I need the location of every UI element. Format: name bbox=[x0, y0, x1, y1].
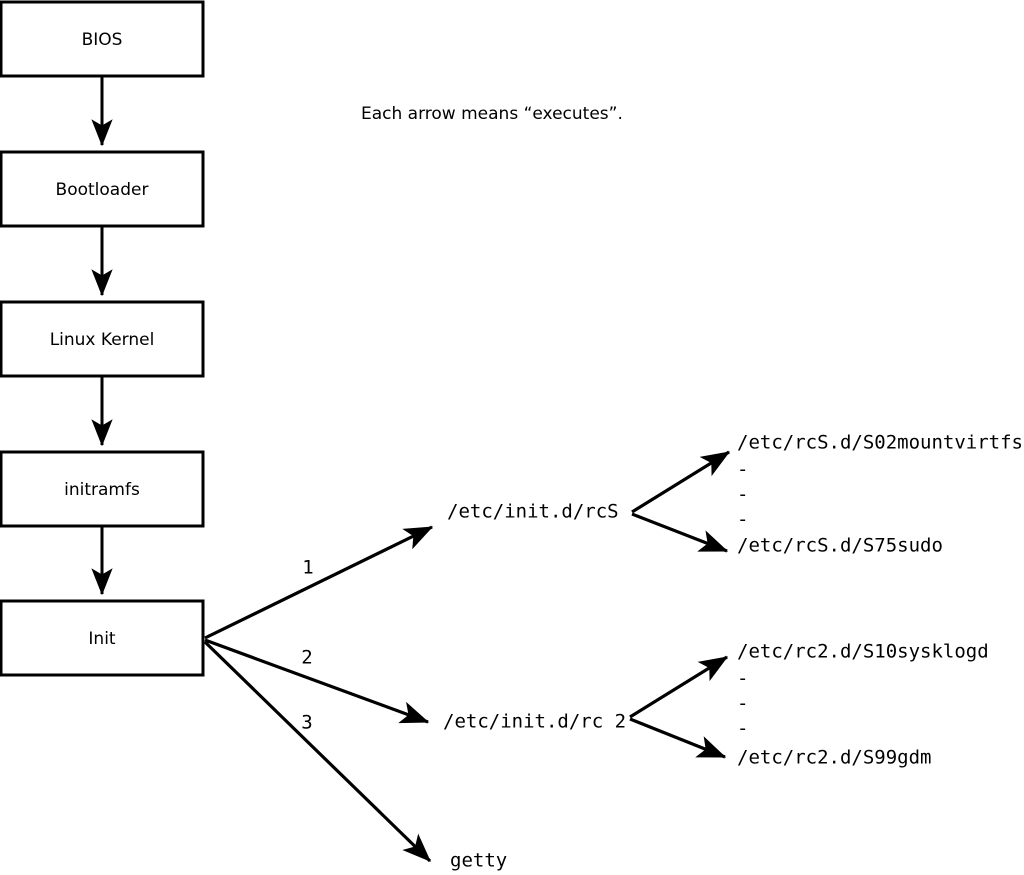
arrow-init-to-rcs bbox=[204, 525, 434, 640]
arrow-rcs-to-first-script bbox=[631, 450, 731, 514]
arrow-rc2-to-last-script bbox=[629, 717, 727, 759]
box-linux-kernel-label: Linux Kernel bbox=[50, 330, 155, 350]
arrow-init-to-getty bbox=[203, 640, 432, 863]
box-initramfs-rect bbox=[0, 450, 205, 528]
rc2-ellipsis-dash-1: - bbox=[737, 668, 748, 690]
box-bios-label: BIOS bbox=[82, 30, 123, 50]
diagram-caption: Each arrow means “executes”. bbox=[361, 104, 623, 124]
arrow-label-1: 1 bbox=[302, 557, 313, 579]
box-init-label: Init bbox=[88, 629, 116, 649]
label-init-d-rcs: /etc/init.d/rcS bbox=[447, 501, 619, 523]
box-linux-kernel[interactable]: Linux Kernel bbox=[0, 300, 205, 378]
box-bootloader-rect bbox=[0, 150, 205, 228]
arrow-rc2-to-first-script bbox=[629, 655, 729, 719]
arrow-init-to-rc2 bbox=[204, 638, 430, 724]
label-init-d-rc2: /etc/init.d/rc 2 bbox=[443, 711, 626, 733]
rcs-ellipsis-dash-2: - bbox=[737, 484, 748, 506]
label-getty: getty bbox=[450, 850, 507, 872]
label-rc2-first-script: /etc/rc2.d/S10sysklogd bbox=[737, 641, 989, 663]
rc2-ellipsis-dash-3: - bbox=[737, 718, 748, 740]
arrow-label-3: 3 bbox=[301, 712, 312, 734]
arrow-rcs-to-last-script bbox=[631, 512, 729, 553]
box-init-rect bbox=[0, 599, 205, 677]
label-rcs-first-script: /etc/rcS.d/S02mountvirtfs bbox=[737, 432, 1023, 454]
box-bios[interactable]: BIOS bbox=[0, 0, 205, 78]
box-bios-rect bbox=[0, 0, 205, 78]
box-initramfs[interactable]: initramfs bbox=[0, 450, 205, 528]
rcs-ellipsis-dash-3: - bbox=[737, 509, 748, 531]
rcs-ellipsis-dash-1: - bbox=[737, 459, 748, 481]
label-rc2-last-script: /etc/rc2.d/S99gdm bbox=[737, 747, 931, 769]
box-bootloader[interactable]: Bootloader bbox=[0, 150, 205, 228]
box-bootloader-label: Bootloader bbox=[56, 180, 149, 200]
label-rcs-last-script: /etc/rcS.d/S75sudo bbox=[737, 535, 943, 557]
rc2-ellipsis-dash-2: - bbox=[737, 693, 748, 715]
box-initramfs-label: initramfs bbox=[64, 480, 140, 500]
arrow-label-2: 2 bbox=[301, 647, 312, 669]
box-init[interactable]: Init bbox=[0, 599, 205, 677]
